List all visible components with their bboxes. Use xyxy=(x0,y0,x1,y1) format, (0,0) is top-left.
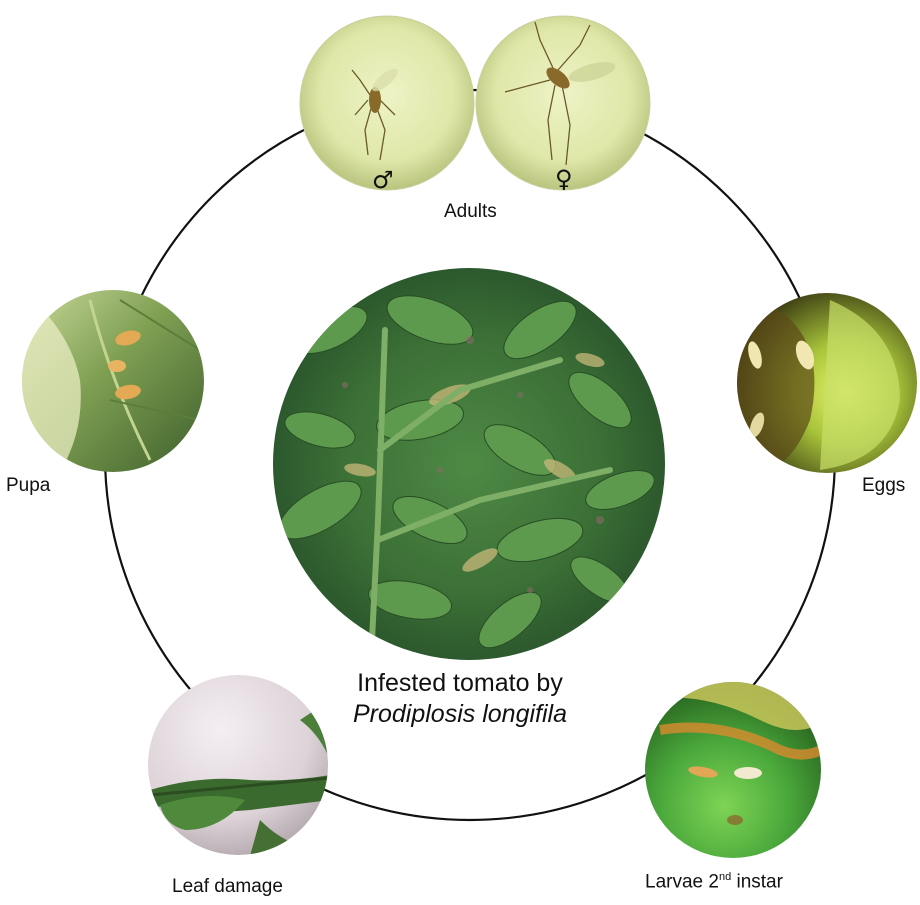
adult-female-photo xyxy=(476,16,650,190)
eggs-photo xyxy=(735,290,920,476)
adult-male-photo xyxy=(300,16,474,190)
eggs-label: Eggs xyxy=(862,475,905,497)
male-symbol: ♂ xyxy=(372,166,394,194)
center-caption: Infested tomato by Prodiplosis longifila xyxy=(300,668,620,730)
adults-label: Adults xyxy=(444,201,497,223)
larvae-label-main: Larvae 2 xyxy=(645,871,719,892)
leaf-damage-label: Leaf damage xyxy=(172,876,283,898)
pupa-photo xyxy=(22,290,204,472)
infested-tomato-photo xyxy=(270,265,670,665)
larvae-label-tail: instar xyxy=(731,871,783,892)
caption-species: Prodiplosis longifila xyxy=(300,699,620,730)
larvae-photo xyxy=(643,680,825,860)
pupa-label: Pupa xyxy=(6,475,50,497)
larvae-label-sup: nd xyxy=(719,871,731,883)
larvae-label: Larvae 2nd instar xyxy=(645,871,783,893)
caption-line-1: Infested tomato by xyxy=(300,668,620,699)
female-symbol: ♀ xyxy=(555,165,573,193)
